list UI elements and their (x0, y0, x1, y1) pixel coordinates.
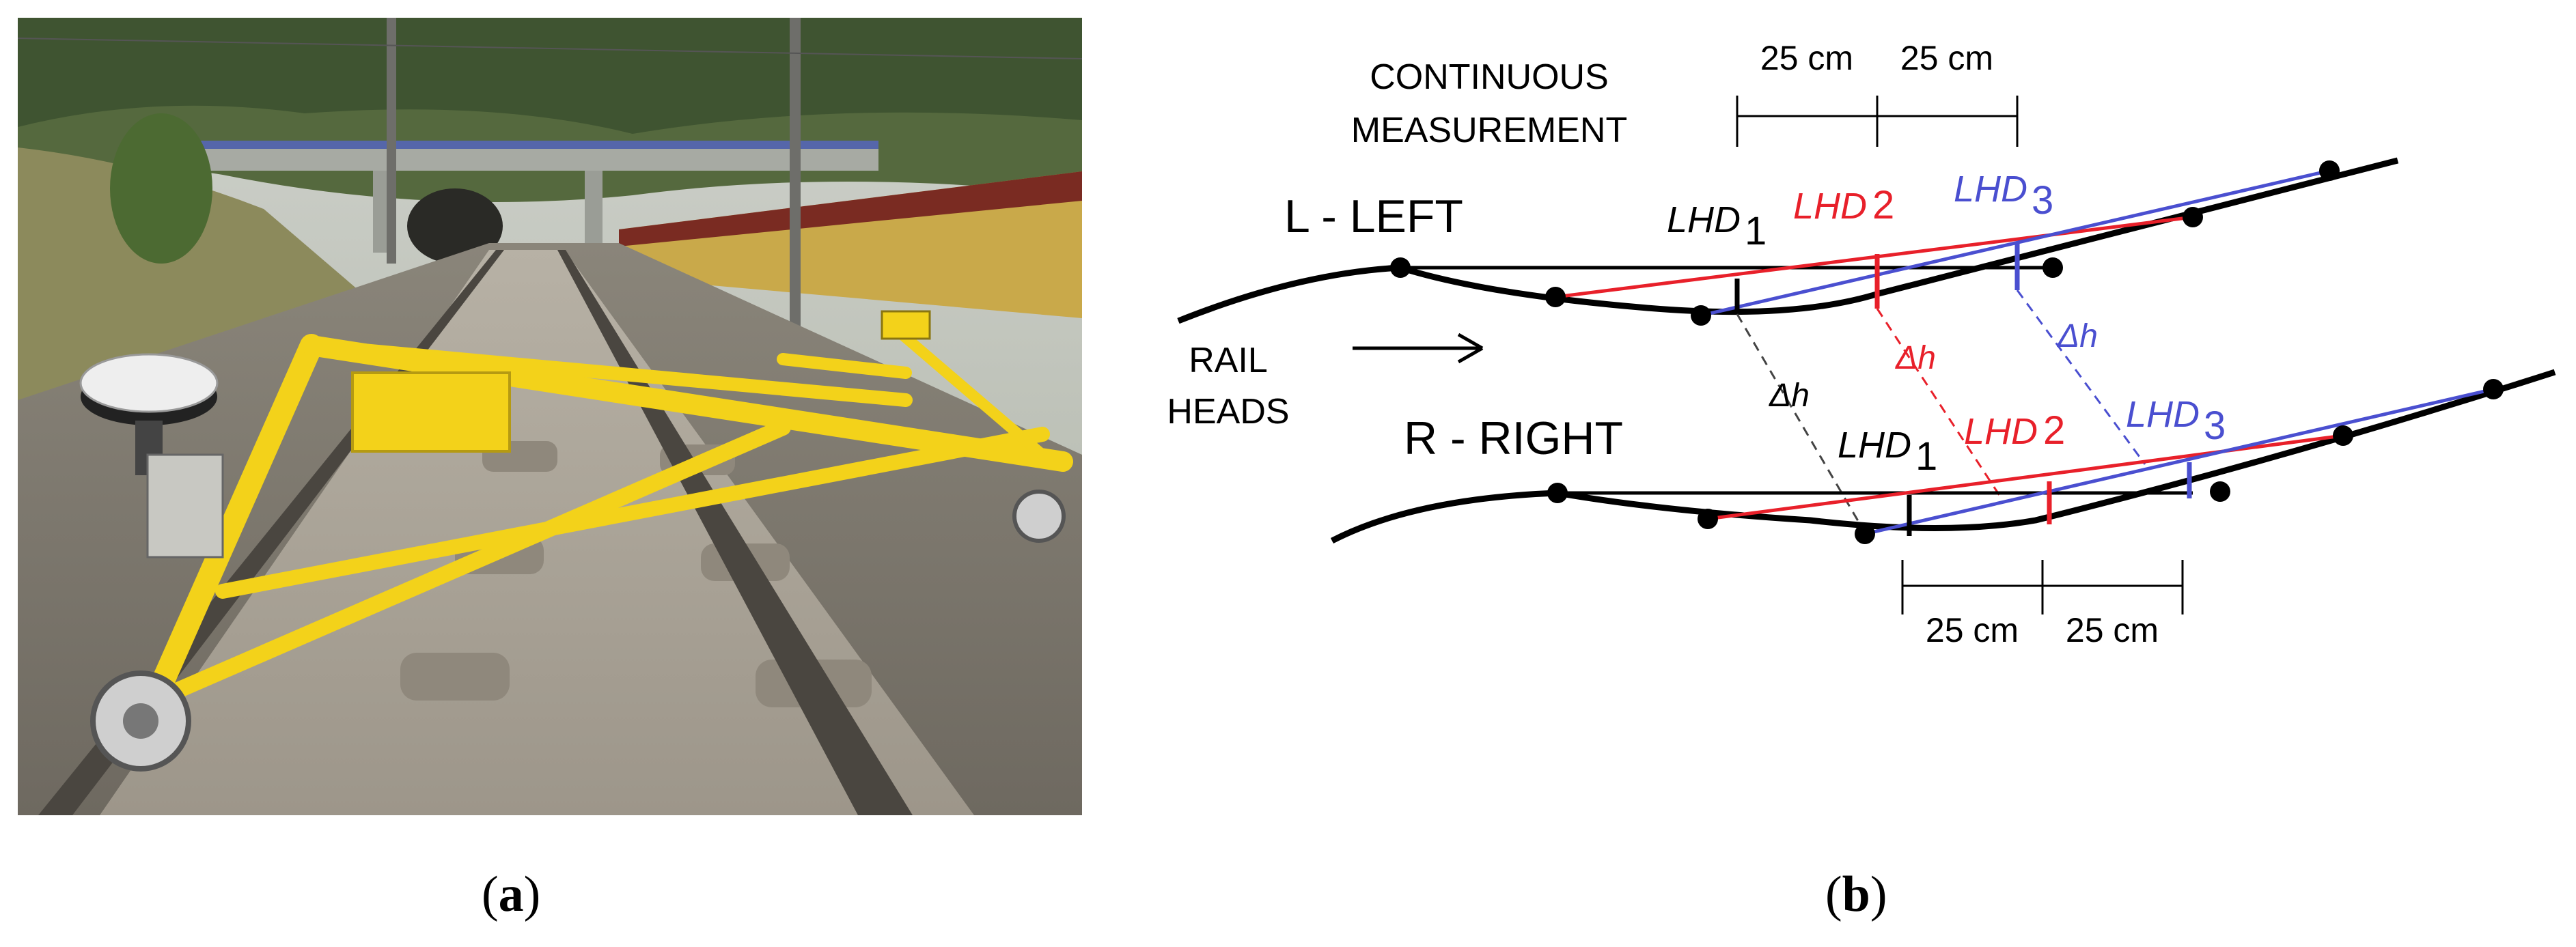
spacing-bottom-2: 25 cm (2066, 611, 2159, 649)
left-points (1390, 160, 2340, 326)
spacing-top-2: 25 cm (1900, 39, 1993, 77)
delta-h-blue: Δh (2057, 318, 2098, 354)
right-rail-label: R - RIGHT (1404, 412, 1623, 464)
measuring-wheel (1012, 490, 1066, 543)
continuous-line2: MEASUREMENT (1351, 111, 1627, 150)
spacing-top-1: 25 cm (1760, 39, 1853, 77)
measuring-trolley (143, 326, 1073, 712)
direction-arrow (1353, 333, 1484, 364)
right-chord-blue (1864, 387, 2494, 536)
rail-heads-line1: RAIL (1189, 341, 1268, 380)
rail-heads-line2: HEADS (1167, 392, 1289, 432)
catenary-pole (387, 18, 396, 264)
trolley-photo-drawing (17, 18, 1083, 815)
top-dimension (1736, 96, 2019, 147)
delta-h-connector-black (1736, 313, 1866, 533)
tunnel-portal (407, 188, 503, 264)
right-points (1547, 379, 2504, 544)
rail-heads-diagram: CONTINUOUS MEASUREMENT 25 cm 25 cm L - L… (1127, 27, 2562, 819)
left-rail-label: L - LEFT (1284, 190, 1463, 242)
catenary-pole (790, 18, 801, 345)
delta-h-red: Δh (1895, 340, 1936, 376)
delta-h-black: Δh (1769, 378, 1810, 414)
delta-h-connector-blue (2016, 289, 2146, 465)
right-rail-profile (1330, 369, 2556, 543)
rail-heads-svg: CONTINUOUS MEASUREMENT 25 cm 25 cm L - L… (1167, 39, 2556, 649)
spacing-bottom-1: 25 cm (1926, 611, 2019, 649)
bottom-dimension (1901, 560, 2184, 614)
overpass-bridge (195, 147, 878, 171)
trolley-photo (17, 18, 1083, 815)
left-chord-red (1555, 215, 2193, 299)
tree (110, 113, 212, 264)
receiver-unit (146, 453, 224, 559)
caption-a: (a) (482, 866, 541, 922)
continuous-line1: CONTINUOUS (1370, 57, 1609, 97)
delta-h-connector-red (1876, 308, 2003, 499)
electronics-box (351, 371, 511, 453)
caption-b: (b) (1825, 866, 1887, 922)
left-rail-reference-line (1178, 266, 2053, 323)
left-chord-blue (1700, 169, 2330, 317)
